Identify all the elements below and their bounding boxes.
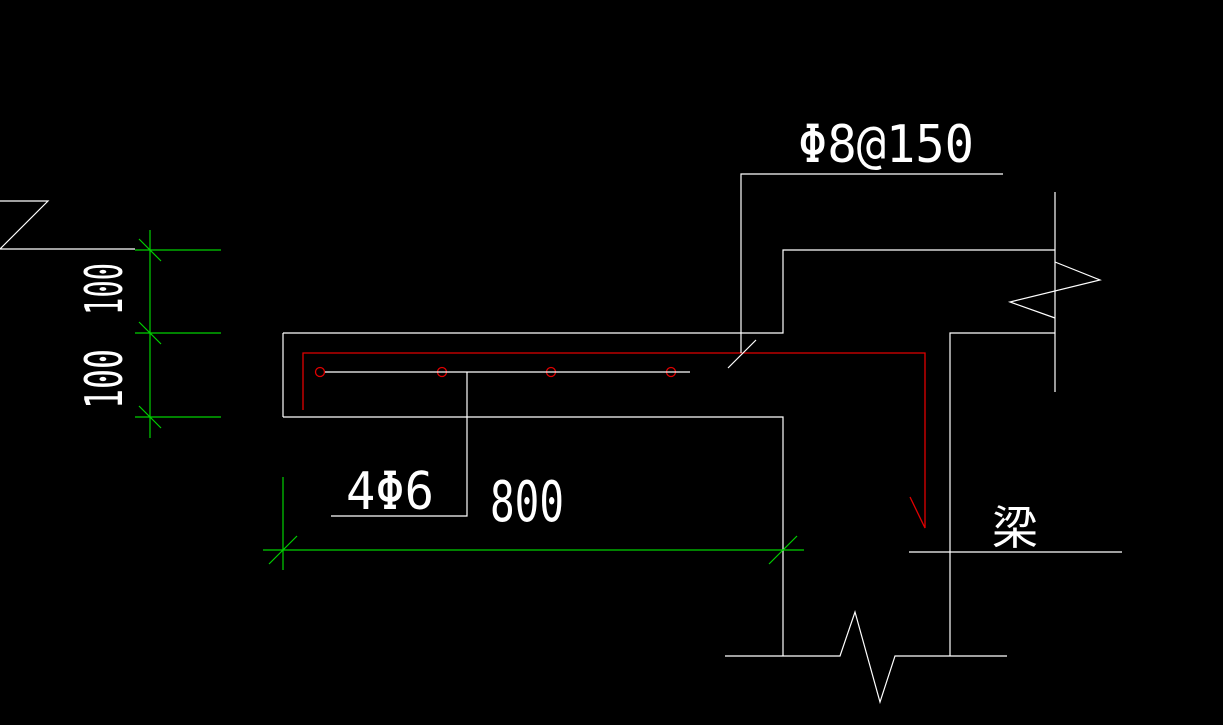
- rebar-spec-label: Φ8@150: [798, 115, 974, 175]
- dim-tick-bottom: [138, 405, 162, 429]
- horizontal-dimension: [263, 477, 804, 570]
- rebar-spec-leader: [740, 173, 1003, 353]
- dim-tick-top: [138, 238, 162, 262]
- beam-inner-edge: [949, 332, 1055, 656]
- vertical-dimension-upper-label: 100: [75, 263, 135, 315]
- dim-tick-right: [768, 535, 798, 565]
- rebar-dot-1: [314, 366, 326, 378]
- canopy-slab-top: [283, 249, 1055, 334]
- bottom-bars-leader: [331, 372, 468, 517]
- rebar-spec-tick: [727, 339, 757, 369]
- leaders: [325, 173, 1122, 553]
- top-rebar-bent: [302, 352, 926, 529]
- left-slab-edge: [0, 200, 135, 250]
- bottom-bars-label: 4Φ6: [346, 462, 434, 522]
- dim-tick-left: [268, 535, 298, 565]
- beam-label: 梁: [992, 501, 1038, 555]
- canopy-slab-bottom: [283, 416, 784, 656]
- span-dimension-label: 800: [490, 470, 564, 535]
- dim-tick-middle: [138, 321, 162, 345]
- break-line-right-zigzag: [1007, 261, 1102, 319]
- break-line-bottom: [725, 609, 1007, 705]
- vertical-dimensions: [135, 230, 221, 438]
- vertical-dimension-lower-label: 100: [75, 349, 135, 409]
- slab-outline: [0, 192, 1102, 705]
